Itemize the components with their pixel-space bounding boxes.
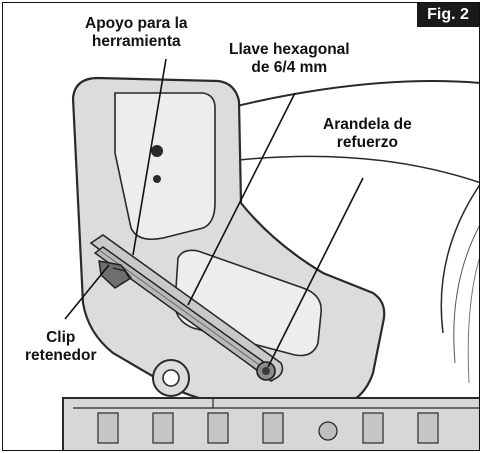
- figure-frame: Fig. 2 Apoyo para la herramienta Llave h…: [2, 2, 480, 451]
- callout-clip: Clip retenedor: [25, 329, 97, 365]
- callout-tool-rest: Apoyo para la herramienta: [85, 15, 188, 51]
- leader-tool-rest: [132, 58, 167, 256]
- callout-washer: Arandela de refuerzo: [323, 116, 412, 152]
- guard-outer-arc: [207, 80, 479, 114]
- callout-tool-rest-line1: Apoyo para la: [85, 15, 188, 32]
- leader-clip: [64, 264, 110, 320]
- callout-clip-line1: Clip: [46, 329, 76, 346]
- blade-inner-arc: [453, 225, 479, 364]
- bracket-cutout-upper: [114, 92, 216, 241]
- saw-illustration: [62, 58, 479, 450]
- bracket-hole-1: [151, 145, 163, 157]
- bracket-hole-2: [153, 175, 161, 183]
- callout-washer-line2: refuerzo: [336, 134, 398, 151]
- leader-washer: [267, 177, 364, 368]
- washer-center: [262, 367, 270, 375]
- blade-inner-arc-2: [467, 257, 479, 384]
- leader-hex-wrench: [187, 92, 296, 306]
- callout-hex-wrench-line1: Llave hexagonal: [229, 41, 350, 58]
- callout-washer-line1: Arandela de: [323, 116, 412, 133]
- figure-label: Fig. 2: [417, 3, 479, 27]
- callout-hex-wrench: Llave hexagonal de 6/4 mm: [229, 41, 350, 77]
- guard-inner-arc: [212, 155, 479, 184]
- callout-tool-rest-line2: herramienta: [91, 33, 181, 50]
- callout-hex-wrench-line2: de 6/4 mm: [251, 59, 328, 76]
- blade-edge-arc: [440, 184, 479, 334]
- callout-clip-line2: retenedor: [25, 347, 97, 364]
